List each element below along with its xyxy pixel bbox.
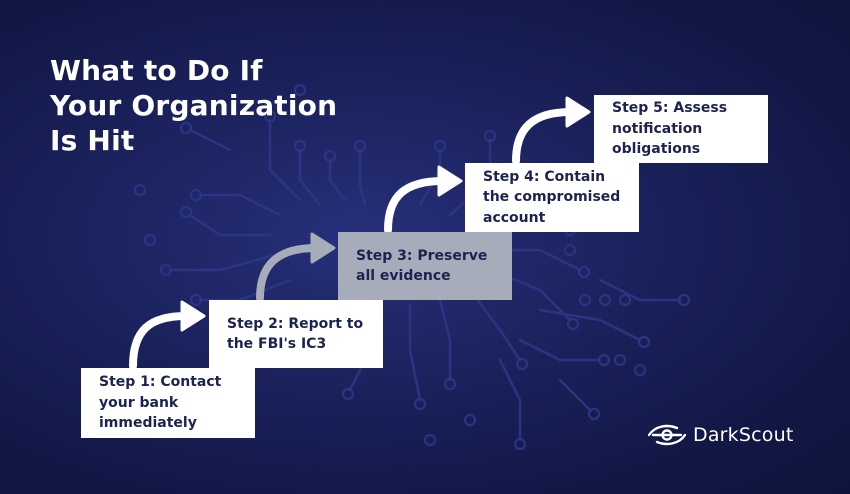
step-1-label: Step 1: Contact your bank immediately <box>99 374 222 432</box>
title-line-1: What to Do If <box>50 54 263 87</box>
darkscout-logo-icon <box>647 424 687 446</box>
title-line-2: Your Organization <box>50 89 338 122</box>
step-5-box: Step 5: Assess notification obligations <box>594 95 768 163</box>
title-line-3: Is Hit <box>50 124 135 157</box>
step-4-label: Step 4: Contain the compromised account <box>483 168 621 226</box>
step-5-label: Step 5: Assess notification obligations <box>612 100 728 158</box>
step-3-box: Step 3: Preserve all evidence <box>338 232 512 300</box>
step-3-label: Step 3: Preserve all evidence <box>356 247 488 285</box>
brand-logo: DarkScout <box>647 423 794 447</box>
step-2-box: Step 2: Report to the FBI's IC3 <box>209 300 383 368</box>
brand-name: DarkScout <box>693 424 794 446</box>
step-2-label: Step 2: Report to the FBI's IC3 <box>227 315 364 353</box>
step-1-box: Step 1: Contact your bank immediately <box>81 368 255 438</box>
page-title: What to Do If Your Organization Is Hit <box>50 53 337 158</box>
step-4-box: Step 4: Contain the compromised account <box>465 163 639 232</box>
